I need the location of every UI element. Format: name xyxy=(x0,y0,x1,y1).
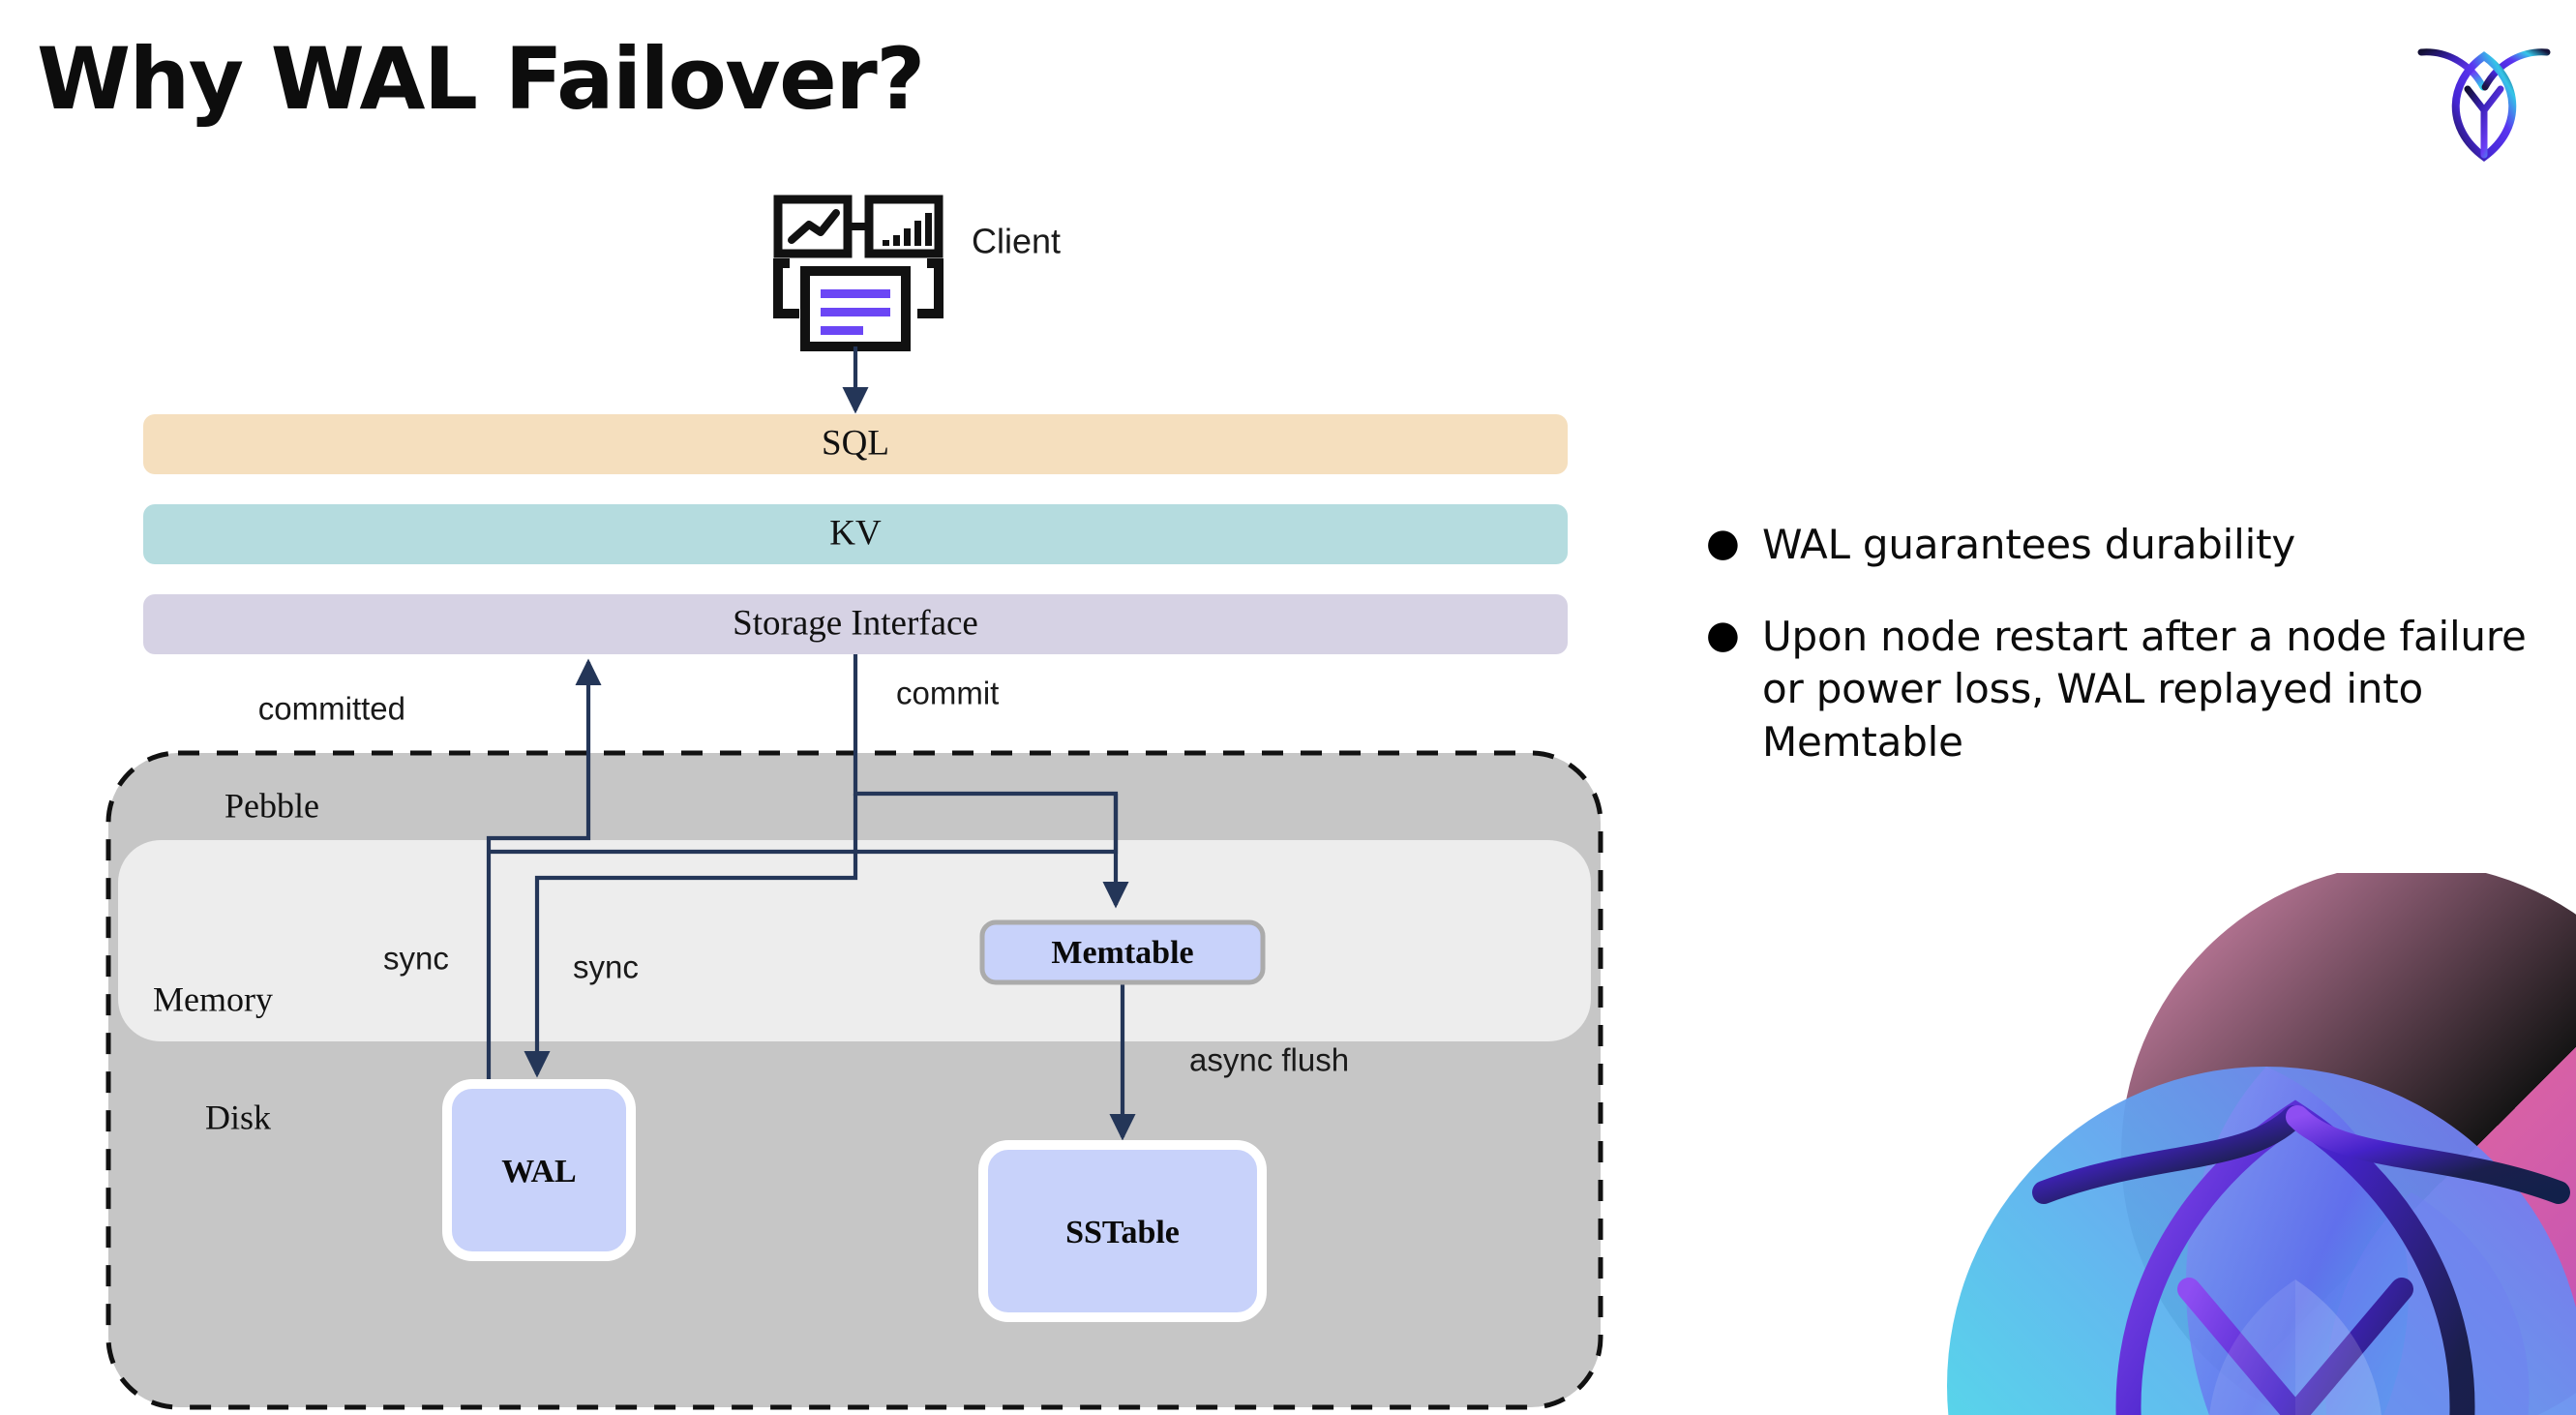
bullet-marker-icon: ● xyxy=(1706,521,1740,565)
bullet-text: Upon node restart after a node failure o… xyxy=(1762,612,2527,766)
edge-label-sync-right: sync xyxy=(573,949,639,985)
layer-label-storage-interface: Storage Interface xyxy=(733,603,978,643)
wal-architecture-diagram: Pebble Memory Disk SQL KV Storage Interf… xyxy=(105,195,1603,1410)
edge-wal-to-storage-committed xyxy=(486,658,602,1089)
list-item: ● Upon node restart after a node failure… xyxy=(1698,611,2531,769)
pebble-label: Pebble xyxy=(225,786,319,825)
node-label-sstable: SSTable xyxy=(1065,1215,1180,1250)
list-item: ● WAL guarantees durability xyxy=(1698,519,2531,572)
layer-bar-kv[interactable]: KV xyxy=(143,504,1568,564)
page-title: Why WAL Failover? xyxy=(37,29,925,129)
node-label-memtable: Memtable xyxy=(1051,935,1193,971)
bullet-list: ● WAL guarantees durability ● Upon node … xyxy=(1698,519,2531,807)
client-label: Client xyxy=(972,222,1061,261)
edge-label-commit: commit xyxy=(896,676,999,711)
cockroachdb-gradient-circles-decoration-icon xyxy=(1947,873,2576,1415)
layer-label-sql: SQL xyxy=(822,423,889,463)
node-wal[interactable]: WAL xyxy=(442,1079,636,1261)
edge-commit-sync-wal xyxy=(524,794,858,1078)
cockroachdb-leaf-logo-icon xyxy=(2417,48,2551,162)
layer-bar-storage-interface[interactable]: Storage Interface xyxy=(143,594,1568,654)
edge-label-committed: committed xyxy=(258,691,405,727)
layer-bar-sql[interactable]: SQL xyxy=(143,414,1568,474)
edge-label-async-flush: async flush xyxy=(1189,1042,1349,1078)
edge-memtable-sync-wal-top xyxy=(489,794,1119,855)
disk-label: Disk xyxy=(205,1098,271,1136)
edge-label-sync-left: sync xyxy=(383,941,449,977)
memory-label: Memory xyxy=(153,979,273,1018)
memory-zone: Memory xyxy=(118,840,1591,1041)
layer-label-kv: KV xyxy=(829,513,882,553)
node-label-wal: WAL xyxy=(501,1154,576,1189)
node-sstable[interactable]: SSTable xyxy=(978,1140,1267,1322)
client-dashboard-icon xyxy=(773,195,944,351)
bullet-marker-icon: ● xyxy=(1706,612,1740,657)
bullet-text: WAL guarantees durability xyxy=(1762,521,2296,568)
node-memtable[interactable]: Memtable xyxy=(979,919,1266,985)
